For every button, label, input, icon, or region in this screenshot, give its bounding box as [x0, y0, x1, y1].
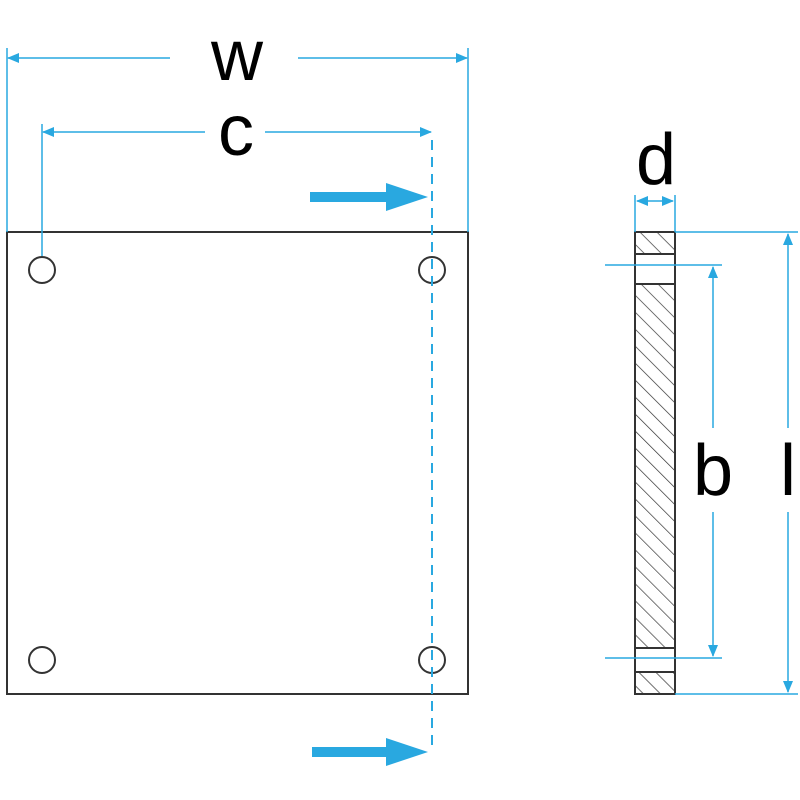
- side-section-view: d b l: [605, 120, 798, 695]
- hole-spacing-side-label: b: [693, 431, 733, 511]
- thickness-label: d: [636, 120, 676, 200]
- section-band-bottom: [634, 671, 676, 695]
- section-hole-gap-bottom: [634, 647, 676, 673]
- dimension-d: d: [634, 120, 676, 232]
- dimension-l: l: [675, 231, 798, 695]
- length-label: l: [780, 431, 796, 511]
- dimension-w: w: [6, 16, 469, 232]
- dimension-c: c: [41, 91, 432, 256]
- section-arrow-top: [310, 183, 428, 211]
- hole-spacing-label: c: [218, 91, 254, 171]
- section-arrow-bottom: [312, 738, 428, 766]
- section-hole-gap-top: [634, 253, 676, 285]
- dimension-b: b: [605, 264, 733, 659]
- section-band-top: [634, 231, 676, 255]
- plate-outline: [6, 231, 469, 695]
- section-body: [634, 283, 676, 649]
- mounting-hole-top-left: [28, 256, 56, 284]
- mounting-hole-bottom-left: [28, 646, 56, 674]
- front-view: w c: [6, 16, 469, 766]
- width-label: w: [210, 16, 264, 96]
